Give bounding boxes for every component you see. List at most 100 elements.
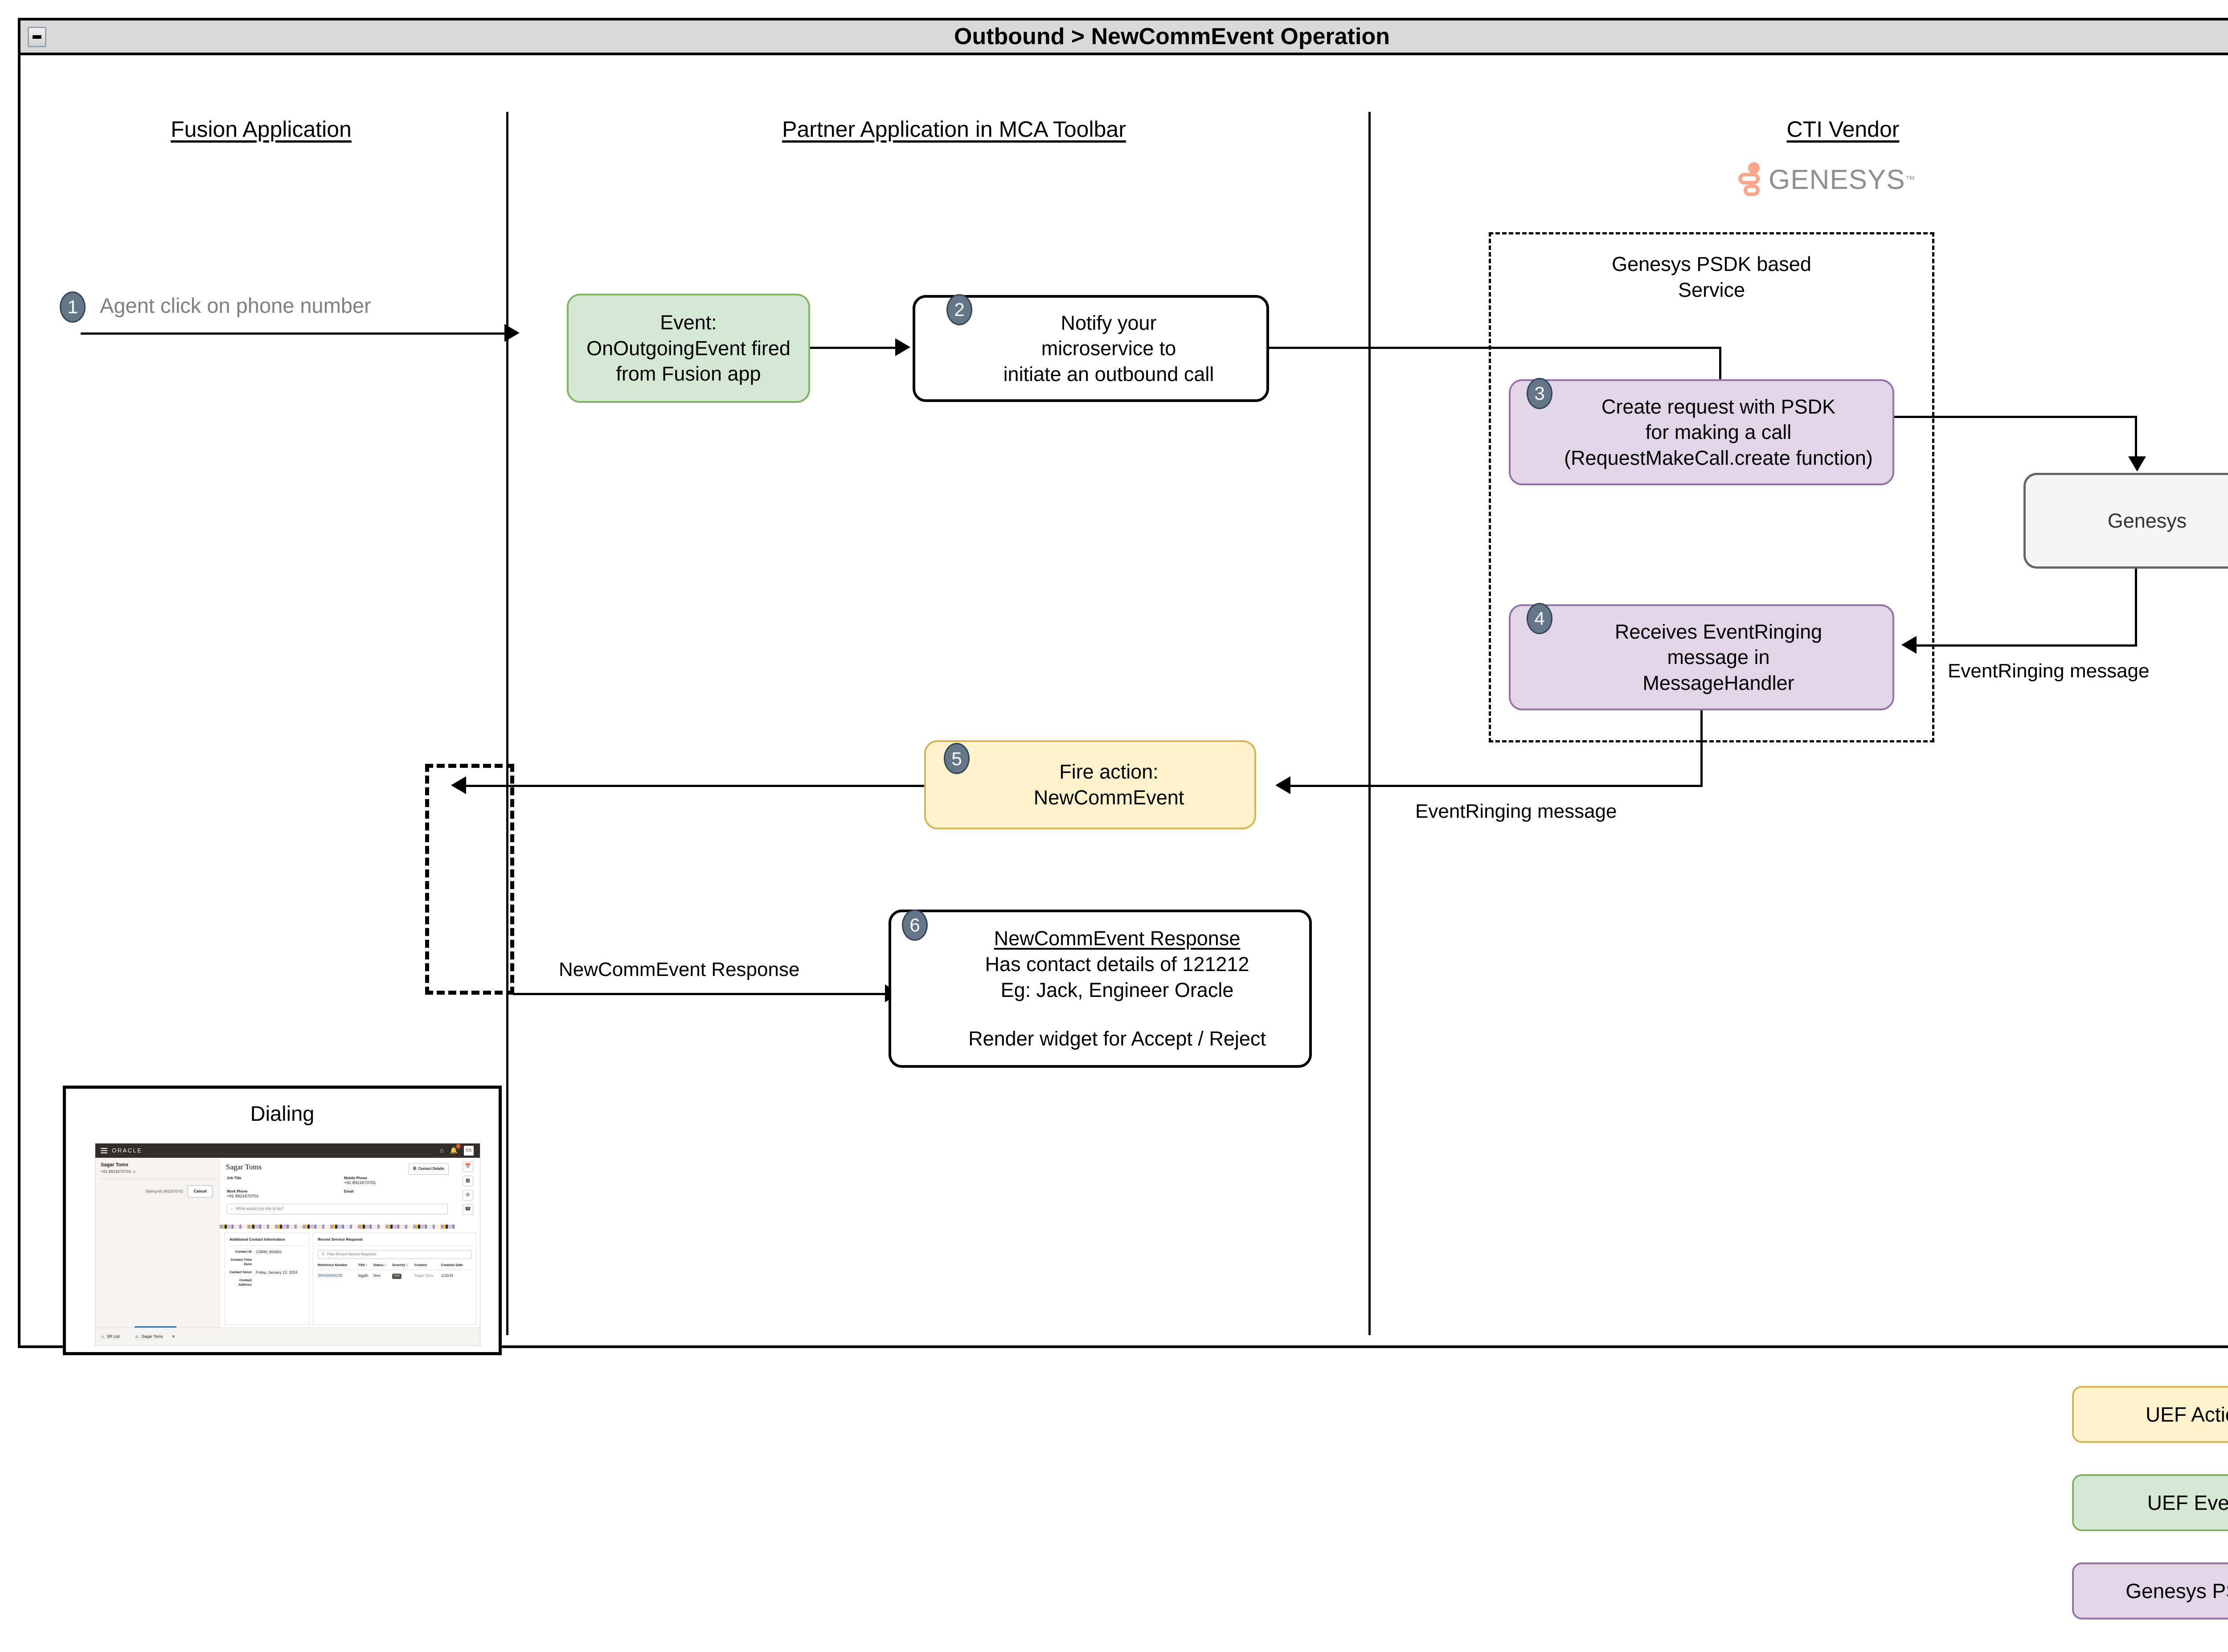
node-create-request-psdk[interactable]: 3 Create request with PSDK for making a … <box>1509 377 1894 485</box>
bell-badge: 1 <box>456 1144 461 1149</box>
row-key: Contact ID <box>235 1249 252 1254</box>
filter-placeholder: Filter Recent Service Requests <box>327 1252 377 1256</box>
right-rail: 📅 ▦ ⊘ ☎ <box>458 1161 478 1215</box>
node-newcommevent-response-text: NewCommEvent Response Has contact detail… <box>899 926 1301 1051</box>
ask-oracle-input[interactable]: › What would you like to do? <box>227 1204 448 1214</box>
oracle-brand: ORACLE <box>112 1147 143 1154</box>
home-icon: ⌂ <box>102 1334 104 1339</box>
fusion-app-screenshot: ORACLE ⌂ 🔔 1 CS Sagar Toms +91 892167070… <box>95 1143 480 1346</box>
step-badge-5: 5 <box>944 743 970 775</box>
bottom-tab-contact[interactable]: ☺ Sagar Toms ✕ <box>135 1334 176 1339</box>
trademark-glyph: ™ <box>1905 174 1915 185</box>
toolbar-contact-name: Sagar Toms <box>101 1162 129 1168</box>
node-notify-microservice-text: Notify your microservice to initiate an … <box>1003 311 1214 385</box>
avatar[interactable]: CS <box>464 1146 474 1156</box>
hamburger-icon[interactable] <box>101 1147 107 1155</box>
group-genesys-psdk-service: Genesys PSDK based Service <box>1489 232 1934 742</box>
field-value: +91 8921670701 <box>227 1194 259 1199</box>
contact-title: Sagar Toms <box>226 1163 262 1171</box>
column-header-contact[interactable]: Contact <box>414 1263 442 1270</box>
phone-icon[interactable]: ☎ <box>463 1204 473 1215</box>
step-badge-3: 3 <box>1527 377 1552 409</box>
table-icon[interactable]: ▦ <box>463 1176 473 1186</box>
edge-step2-to-step3-v <box>1719 347 1721 387</box>
group-genesys-psdk-service-label: Genesys PSDK based Service <box>1612 253 1811 301</box>
node-receives-eventringing[interactable]: 4 Receives EventRinging message in Messa… <box>1509 603 1894 710</box>
column-header-title[interactable]: Title ↕ <box>358 1263 373 1270</box>
cell-creation-date: 1/12/24 <box>441 1274 453 1278</box>
window-titlebar: Outbound > NewCommEvent Operation <box>20 20 2228 55</box>
step-badge-2: 2 <box>946 294 972 325</box>
topbar-actions: ⌂ 🔔 1 CS <box>440 1144 474 1156</box>
edge-label-newcommevent-response: NewCommEvent Response <box>559 959 800 980</box>
search-icon: ⚲ <box>322 1252 324 1256</box>
bell-icon[interactable]: 🔔 1 <box>450 1144 461 1155</box>
arrow-genesys-to-step4 <box>1901 636 1917 654</box>
node-newcommevent-response[interactable]: 6 NewCommEvent Response Has contact deta… <box>889 910 1312 1068</box>
step-badge-6: 6 <box>902 910 928 941</box>
edge-fusion-to-step6 <box>513 993 887 995</box>
close-icon[interactable]: ✕ <box>172 1334 176 1339</box>
edge-step1-to-lane <box>81 332 506 335</box>
edge-genesys-to-step4-v <box>2135 569 2137 647</box>
calendar-icon[interactable]: 📅 <box>463 1161 473 1172</box>
block-icon[interactable]: ⊘ <box>463 1190 473 1201</box>
card-header: Additional Contact Information <box>229 1237 285 1242</box>
filter-service-requests-input[interactable]: ⚲ Filter Recent Service Requests <box>318 1250 471 1259</box>
dialing-caption: Dialing <box>250 1102 315 1125</box>
diagram-window: Outbound > NewCommEvent Operation Fusion… <box>18 18 2228 1355</box>
collapse-minus-icon[interactable] <box>28 27 46 47</box>
edge-step3-to-genesys-h <box>1894 416 2137 418</box>
step-badge-1: 1 <box>60 291 86 323</box>
legend-item-uef-event: UEF Event <box>2072 1474 2228 1531</box>
node-create-request-psdk-text: Create request with PSDK for making a ca… <box>1564 395 1873 469</box>
legend: UEF Action UEF Event Genesys PSDK <box>2072 1386 2228 1651</box>
node-fire-newcommevent[interactable]: 5 Fire action: NewCommEvent <box>924 740 1256 829</box>
lane-divider-partner-vendor <box>1368 112 1371 1335</box>
node-notify-microservice[interactable]: 2 Notify your microservice to initiate a… <box>913 294 1269 402</box>
service-requests-table: Reference Number Title ↕ Status ↕ Severi… <box>318 1263 471 1282</box>
lane-header-fusion: Fusion Application <box>171 117 352 142</box>
cell-reference-number[interactable]: SR0000065235 <box>318 1274 343 1278</box>
edge-step4-to-step5-h <box>1290 785 1703 787</box>
field-label: Mobile Phone <box>344 1176 367 1181</box>
contact-fields: Job Title Mobile Phone +91 8921670701 Wo… <box>220 1172 455 1199</box>
column-header-creation-date[interactable]: Creation Date <box>441 1263 471 1270</box>
chevron-right-icon: › <box>231 1206 233 1211</box>
step6-title: NewCommEvent Response <box>994 927 1241 950</box>
recent-service-requests-card: Recent Service Requests ⚲ Filter Recent … <box>313 1233 476 1325</box>
list-item: Contact Address <box>229 1278 305 1287</box>
lane-header-partner: Partner Application in MCA Toolbar <box>782 117 1126 142</box>
column-header-status[interactable]: Status ↕ <box>373 1263 392 1270</box>
list-item: Contact Since Friday, January 12, 2024 <box>229 1270 305 1275</box>
list-item: Contact ID CDRM_954691 <box>229 1250 305 1254</box>
column-header-severity[interactable]: Severity ↕ <box>392 1263 415 1270</box>
node-onoutgoingevent[interactable]: Event: OnOutgoingEvent fired from Fusion… <box>567 294 810 403</box>
lane-header-vendor: CTI Vendor <box>1786 117 1900 142</box>
step-badge-4: 4 <box>1527 603 1552 634</box>
bottom-tab-sr-list[interactable]: ⌂ SR List <box>102 1334 120 1339</box>
cell-contact: Sagar Toms <box>414 1274 434 1278</box>
contact-details-button[interactable]: 🖹 Contact Details <box>409 1163 449 1175</box>
card-header: Recent Service Requests <box>318 1237 363 1242</box>
edge-genesys-to-step4-h <box>1917 644 2137 647</box>
edge-label-eventringing-bottom: EventRinging message <box>1415 800 1617 822</box>
table-row[interactable]: SR0000065235 dggdh New Low Sagar Toms 1/… <box>318 1270 471 1282</box>
home-icon[interactable]: ⌂ <box>440 1147 444 1154</box>
person-icon: ☺ <box>135 1334 139 1339</box>
field-label: Email <box>344 1189 354 1194</box>
oracle-topbar: ORACLE ⌂ 🔔 1 CS <box>95 1144 480 1158</box>
row-value: CDRM_954691 <box>256 1249 282 1254</box>
legend-item-uef-action: UEF Action <box>2072 1386 2228 1443</box>
cancel-button[interactable]: Cancel <box>188 1185 213 1198</box>
toolbar-contact-phone: +91 8921670701 ☺ <box>101 1169 136 1174</box>
fusion-activation-box <box>425 764 514 995</box>
page-title: Outbound > NewCommEvent Operation <box>954 24 1390 49</box>
node-genesys-system[interactable]: Genesys <box>2023 473 2228 569</box>
person-icon: ☺ <box>132 1169 136 1174</box>
column-header-reference-number[interactable]: Reference Number <box>318 1263 358 1270</box>
dialing-row: Dialing+91 8921670701 Cancel <box>95 1179 219 1198</box>
row-key: Contact Since <box>229 1270 252 1274</box>
screenshot-artifact-stripe <box>220 1225 455 1229</box>
sort-icon: ↕ <box>406 1263 408 1267</box>
